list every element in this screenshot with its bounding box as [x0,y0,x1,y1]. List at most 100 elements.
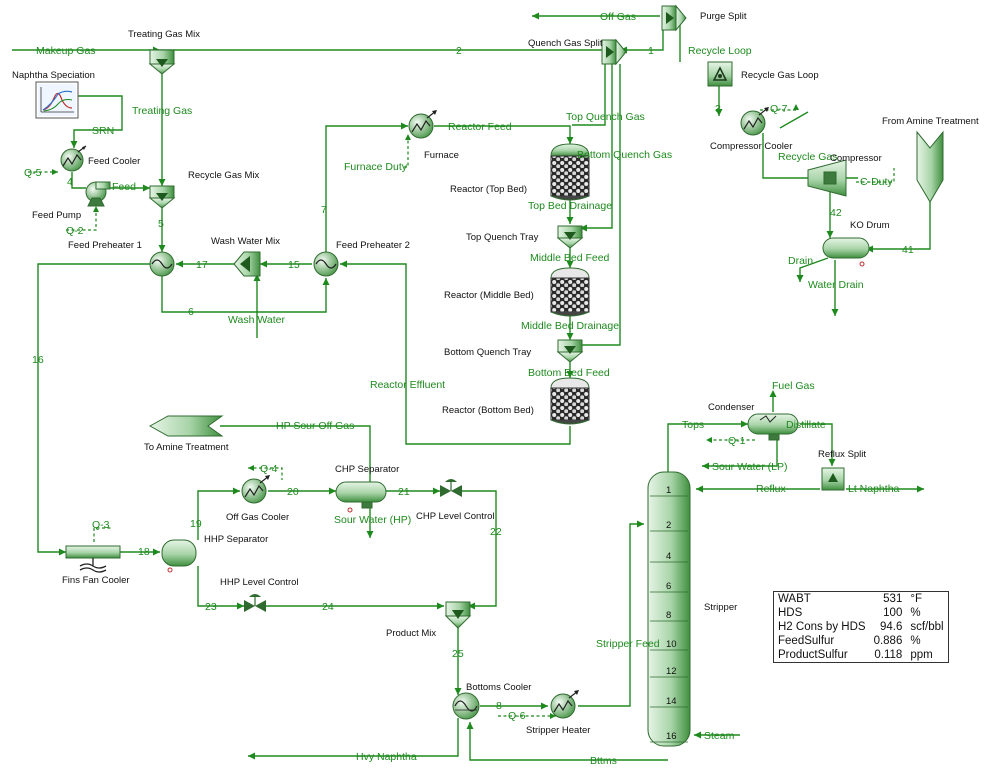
results-value: 531 [883,593,903,605]
ko-drum-label: KO Drum [850,220,890,231]
top-quench-tray-mixer[interactable] [556,225,584,249]
furnace-duty-label: Furnace Duty [344,161,408,173]
distillate-label: Distillate [786,419,826,431]
purge-split-label: Purge Split [700,11,747,22]
hhp-level-control-valve[interactable] [244,594,266,612]
stripper-tray-number: 16 [666,731,677,742]
condenser[interactable] [747,413,799,441]
stream-5-label: 5 [158,218,164,230]
recycle-loop-label: Recycle Loop [688,45,752,57]
c-duty-label: C-Duty [860,176,893,188]
stripper-tray-number: 14 [666,696,677,707]
stripper-tray-number: 12 [666,666,677,677]
compressor[interactable] [807,159,847,197]
furnace-heater[interactable] [408,110,437,139]
wash-water-mix-label: Wash Water Mix [211,236,280,247]
reactor-top-bed[interactable] [550,143,590,201]
q2-label: Q-2 [66,225,84,237]
product-mix-mixer[interactable] [444,601,472,629]
treating-gas-mix-mixer[interactable] [148,49,176,75]
reactor-middle-bed[interactable] [550,267,590,317]
stripper-tray-number: 4 [666,551,671,562]
top-bed-drainage-label: Top Bed Drainage [528,200,612,212]
stream-42-label: 42 [830,207,842,219]
stripper-heater-exchanger[interactable] [550,690,579,719]
fuel-gas-label: Fuel Gas [772,380,815,392]
chp-level-control-valve[interactable] [440,479,462,497]
sour-water-lp-label: Sour Water (LP) [712,461,787,473]
bottom-quench-gas-label: Bottom Quench Gas [577,149,672,161]
results-unit: °F [910,593,922,605]
off-gas-cooler-exchanger[interactable] [241,475,270,504]
stream-18-label: 18 [138,546,150,558]
q6-label: Q-6 [508,710,526,722]
reflux-split-label: Reflux Split [818,449,866,460]
feed-preheater-1-exchanger[interactable] [149,251,175,277]
chp-separator[interactable] [335,481,387,513]
makeup-gas-label: Makeup Gas [36,45,96,57]
hp-sour-off-gas-label: HP Sour Off Gas [276,420,354,432]
stream-1-label: 1 [648,45,654,57]
q7-label: Q-7 [770,103,788,115]
condenser-label: Condenser [708,402,754,413]
recycle-gas-loop-icon[interactable] [707,61,733,87]
middle-bed-drainage-label: Middle Bed Drainage [521,320,619,332]
hhp-level-control-label: HHP Level Control [220,577,299,588]
reactor-feed-label: Reactor Feed [448,121,512,133]
results-name: H2 Cons by HDS [778,621,866,633]
bottoms-cooler-exchanger[interactable] [452,692,480,720]
naphtha-speciation-icon[interactable] [35,81,79,119]
stripper-tray-number: 8 [666,610,671,621]
top-quench-tray-label: Top Quench Tray [466,232,539,243]
stripper-heater-label: Stripper Heater [526,725,590,736]
to-amine-treatment-label: To Amine Treatment [144,442,229,453]
recycle-gas-mix-mixer[interactable] [148,185,176,209]
results-value: 94.6 [879,621,903,633]
feed-preheater-1-label: Feed Preheater 1 [68,240,142,251]
lt-naphtha-label: Lt Naphtha [848,483,900,495]
feed-cooler-exchanger[interactable] [60,145,87,172]
stream-21-label: 21 [398,486,410,498]
q1-label: Q-1 [728,435,746,447]
purge-split[interactable] [661,4,687,32]
recycle-gas-label: Recycle Gas [778,151,838,163]
stream-2-label: 2 [456,45,462,57]
results-name: WABT [778,593,811,605]
bottom-quench-tray-mixer[interactable] [556,339,584,363]
from-amine-treatment-feed[interactable] [916,130,944,203]
wash-water-mix-mixer[interactable] [233,251,261,277]
chp-separator-label: CHP Separator [335,464,399,475]
results-unit: ppm [910,649,933,661]
stream-8-label: 8 [496,700,502,712]
q4-label: Q-4 [260,463,278,475]
reactor-bottom-bed[interactable] [550,377,590,425]
results-unit: scf/bbl [910,621,944,633]
fins-fan-cooler[interactable] [65,545,121,573]
reflux-split[interactable] [821,467,845,491]
results-row: WABT 531 °F [774,592,949,607]
feed-preheater-2-exchanger[interactable] [313,251,339,277]
results-unit: % [910,607,921,619]
furnace-label: Furnace [424,150,459,161]
to-amine-treatment-product[interactable] [148,415,224,437]
feed-pump[interactable] [85,181,111,207]
fins-fan-cooler-label: Fins Fan Cooler [62,575,130,586]
stream-3-label: 3 [715,103,721,115]
sour-water-hp-label: Sour Water (HP) [334,514,411,526]
reflux-label: Reflux [756,483,787,495]
product-mix-label: Product Mix [386,628,436,639]
q3-label: Q-3 [92,519,110,531]
middle-bed-feed-label: Middle Bed Feed [530,252,610,264]
stream-4-label: 4 [67,176,73,188]
quench-gas-split[interactable] [601,38,627,66]
bottom-quench-tray-label: Bottom Quench Tray [444,347,531,358]
compressor-cooler-exchanger[interactable] [740,107,769,136]
hhp-separator[interactable] [161,539,197,573]
stripper-tray-number: 6 [666,581,671,592]
ko-drum[interactable] [822,237,870,267]
